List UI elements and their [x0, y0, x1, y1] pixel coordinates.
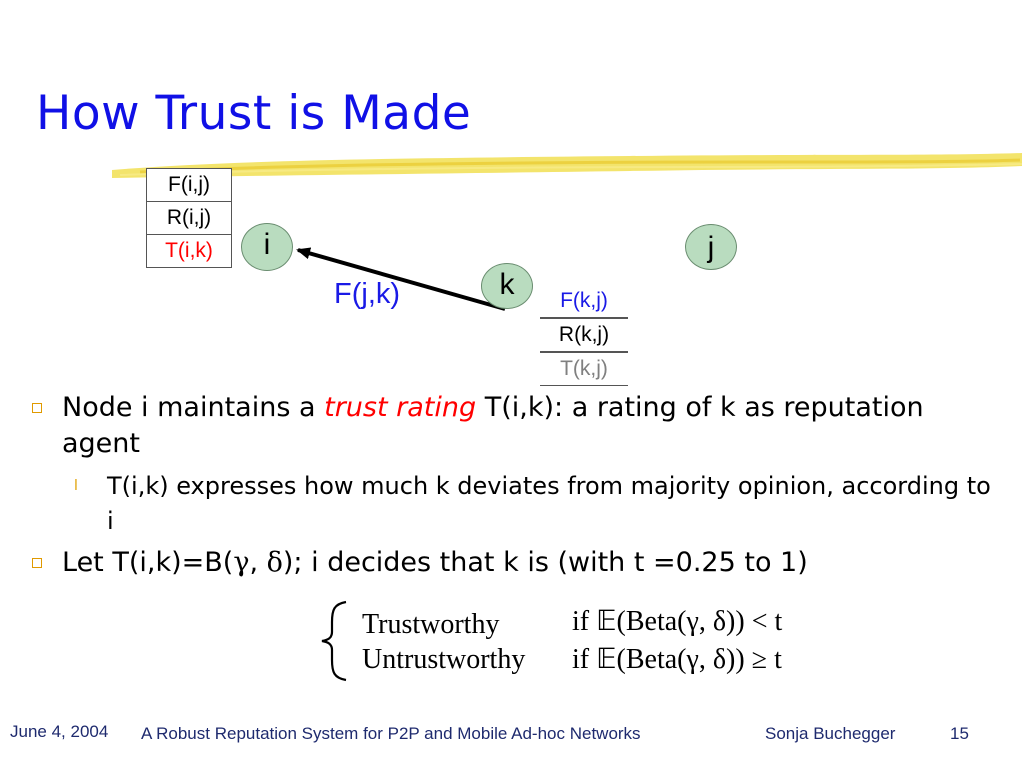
bullet-3-prefix: Let T(i,k)=B(	[62, 547, 234, 578]
bullet-1-prefix: Node i maintains a	[62, 392, 325, 423]
case-trustworthy-label: Trustworthy	[362, 609, 500, 640]
bullet-2: T(i,k) expresses how much k deviates fro…	[107, 472, 991, 535]
formula-brace	[321, 600, 347, 682]
table-k-cell-f: F(k,j)	[540, 285, 628, 318]
footer-title: A Robust Reputation System for P2P and M…	[141, 724, 641, 743]
bullet-3-delta: δ	[266, 547, 283, 578]
arrow-label: F(j,k)	[334, 278, 401, 310]
sub-bullet-icon: l	[74, 478, 78, 494]
footer-page-number: 15	[950, 724, 969, 743]
bullet-1: Node i maintains a trust rating T(i,k): …	[62, 390, 992, 462]
bullet-square-icon	[32, 403, 42, 413]
table-k-cell-r: R(k,j)	[540, 318, 628, 352]
table-k-cell-t: T(k,j)	[540, 352, 628, 386]
footer-date: June 4, 2004	[10, 722, 109, 741]
table-i-cell-r: R(i,j)	[146, 202, 232, 235]
table-i-cell-f: F(i,j)	[146, 168, 232, 202]
footer-author: Sonja Buchegger	[765, 724, 896, 743]
case-trustworthy-condition: if 𝔼(Beta(γ, δ)) < t	[572, 606, 783, 637]
bullet-1-suffix: T(i,k): a rating of k as reputation agen…	[62, 392, 924, 459]
case-untrustworthy-label: Untrustworthy	[362, 644, 526, 675]
title-highlight-stroke	[112, 153, 1023, 178]
bullet-square-icon	[32, 558, 42, 568]
slide-title: How Trust is Made	[36, 86, 472, 141]
bullet-3-suffix: ); i decides that k is (with t =0.25 to …	[282, 547, 808, 578]
table-node-k: F(k,j) R(k,j) T(k,j)	[540, 285, 628, 386]
node-k: k	[481, 263, 533, 309]
bullet-3-sep: ,	[249, 547, 267, 578]
node-i: i	[241, 223, 293, 271]
bullet-1-emphasis: trust rating	[324, 392, 477, 423]
bullet-3-gamma: γ	[233, 547, 250, 578]
node-j: j	[685, 224, 737, 270]
table-node-i: F(i,j) R(i,j) T(i,k)	[146, 168, 232, 268]
bullet-3: Let T(i,k)=B(γ, δ); i decides that k is …	[62, 545, 992, 581]
table-i-cell-t: T(i,k)	[146, 235, 232, 268]
case-untrustworthy-condition: if 𝔼(Beta(γ, δ)) ≥ t	[572, 644, 782, 675]
